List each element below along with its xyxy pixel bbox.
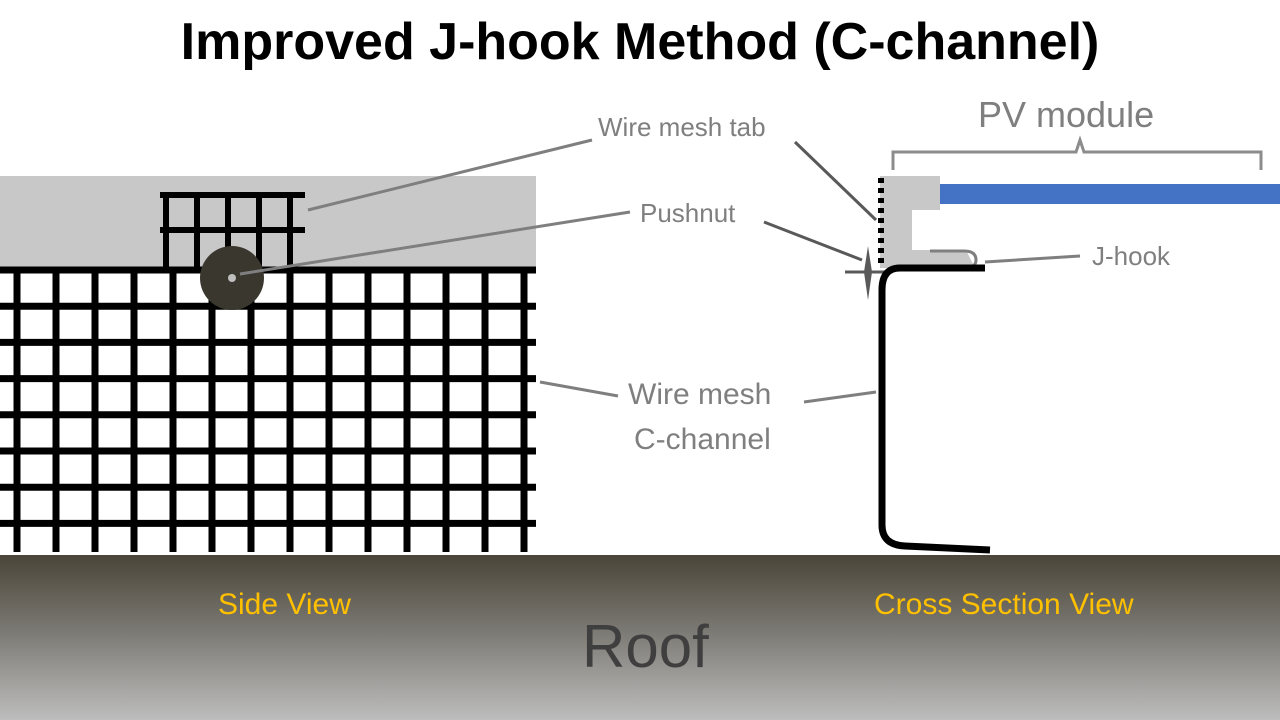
pv-module-bracket-line <box>891 135 1263 170</box>
page-title: Improved J-hook Method (C-channel) <box>180 13 1100 71</box>
pv-module-panel <box>940 184 1280 204</box>
cross-section-view-label: Cross Section View <box>874 588 1134 621</box>
pv-module-label: PV module <box>978 94 1155 135</box>
leader-cross-pushnut <box>763 220 863 262</box>
leader-pushnut <box>239 210 631 276</box>
pushnut-label: Pushnut <box>640 198 736 228</box>
module-backdrop <box>0 176 536 270</box>
leader-j-hook <box>984 254 1081 264</box>
wire-mesh-tab-label: Wire mesh tab <box>598 112 766 142</box>
c-channel <box>878 264 991 554</box>
leader-cross-tab <box>793 140 878 222</box>
roof-surface <box>0 555 1280 720</box>
side-view-label: Side View <box>218 588 351 621</box>
leader-wire-mesh <box>539 380 619 398</box>
wire-mesh-tab <box>160 192 305 268</box>
leader-c-channel <box>803 390 877 404</box>
module-frame <box>880 176 975 268</box>
roof-label: Roof <box>582 613 709 680</box>
j-hook-label: J-hook <box>1092 241 1171 271</box>
wire-mesh-grid <box>0 266 536 552</box>
pushnut-center <box>228 274 236 282</box>
c-channel-label: C-channel <box>634 423 771 456</box>
wire-mesh-label: Wire mesh <box>628 378 772 411</box>
leader-wire-mesh-tab <box>307 138 593 212</box>
